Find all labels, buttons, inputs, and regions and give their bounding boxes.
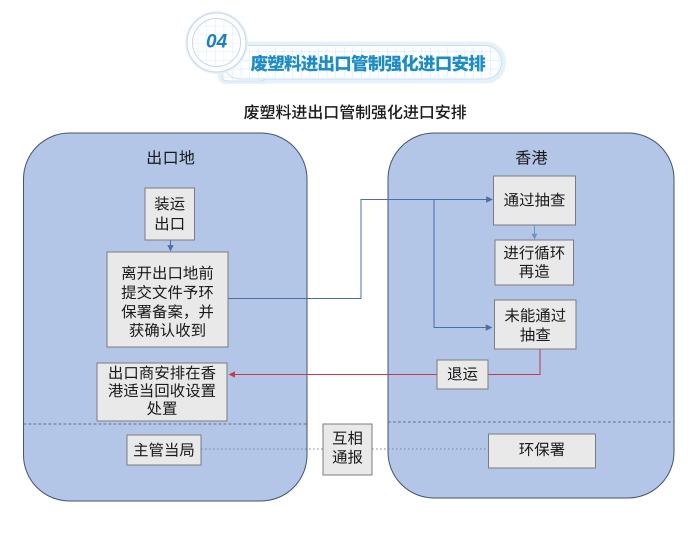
svg-text:04: 04 <box>206 32 228 53</box>
